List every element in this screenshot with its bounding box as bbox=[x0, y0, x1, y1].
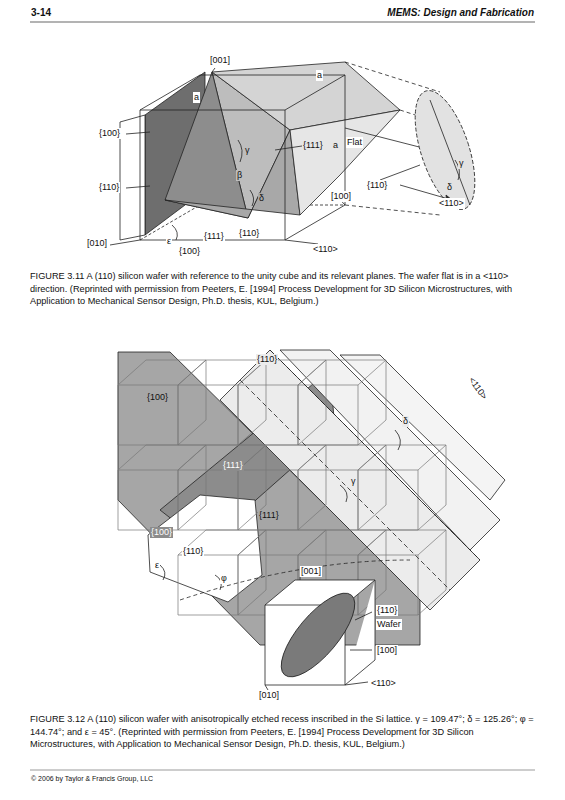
angle-label: ε bbox=[154, 560, 160, 571]
plane-label: {100} bbox=[178, 246, 201, 257]
dimension-label: a bbox=[332, 140, 339, 151]
direction-label: <110> bbox=[312, 244, 339, 255]
plane-label: {111} bbox=[258, 510, 280, 521]
dimension-label: a bbox=[193, 92, 200, 103]
plane-label: {110} bbox=[376, 605, 398, 616]
plane-label: {110} bbox=[256, 354, 278, 365]
angle-label: δ bbox=[402, 416, 409, 427]
angle-label: δ bbox=[258, 193, 265, 204]
axis-label: [100] bbox=[330, 191, 352, 202]
plane-label: {111} bbox=[302, 140, 324, 151]
plane-label: {110} bbox=[98, 182, 120, 193]
axis-label: [100] bbox=[376, 645, 398, 656]
copyright-footer: © 2006 by Taylor & Francis Group, LLC bbox=[30, 774, 154, 784]
axis-label: [001] bbox=[300, 566, 322, 577]
angle-label: β bbox=[236, 170, 243, 181]
angle-label: ε bbox=[166, 236, 172, 247]
plane-label: {110} bbox=[366, 180, 388, 191]
plane-label: {100} bbox=[98, 128, 121, 139]
axis-label: [001] bbox=[209, 55, 231, 66]
direction-label: <110> bbox=[465, 374, 489, 402]
direction-label: <110> bbox=[370, 678, 397, 689]
angle-label: φ bbox=[220, 573, 228, 584]
figure-caption: FIGURE 3.12 A (110) silicon wafer with a… bbox=[30, 713, 535, 751]
plane-label: {100} bbox=[150, 527, 173, 538]
plane-label: {111} bbox=[222, 460, 244, 471]
angle-label: γ bbox=[244, 145, 251, 156]
flat-label: Flat bbox=[346, 137, 363, 148]
direction-label: <110> bbox=[438, 198, 465, 209]
axis-label: [010] bbox=[86, 238, 108, 249]
figure-caption: FIGURE 3.11 A (110) silicon wafer with r… bbox=[30, 270, 535, 308]
angle-label: γ bbox=[458, 158, 465, 169]
plane-label: {100} bbox=[146, 392, 169, 403]
plane-label: {110} bbox=[238, 228, 260, 239]
dimension-label: a bbox=[316, 70, 323, 81]
running-head: MEMS: Design and Fabrication bbox=[386, 6, 535, 19]
wafer-label: Wafer bbox=[376, 619, 402, 630]
angle-label: γ bbox=[350, 476, 357, 487]
page-number: 3-14 bbox=[30, 6, 52, 19]
plane-label: {110} bbox=[182, 546, 204, 557]
axis-label: [010] bbox=[258, 690, 280, 701]
angle-label: δ bbox=[446, 182, 453, 193]
plane-label: {111} bbox=[203, 231, 225, 242]
